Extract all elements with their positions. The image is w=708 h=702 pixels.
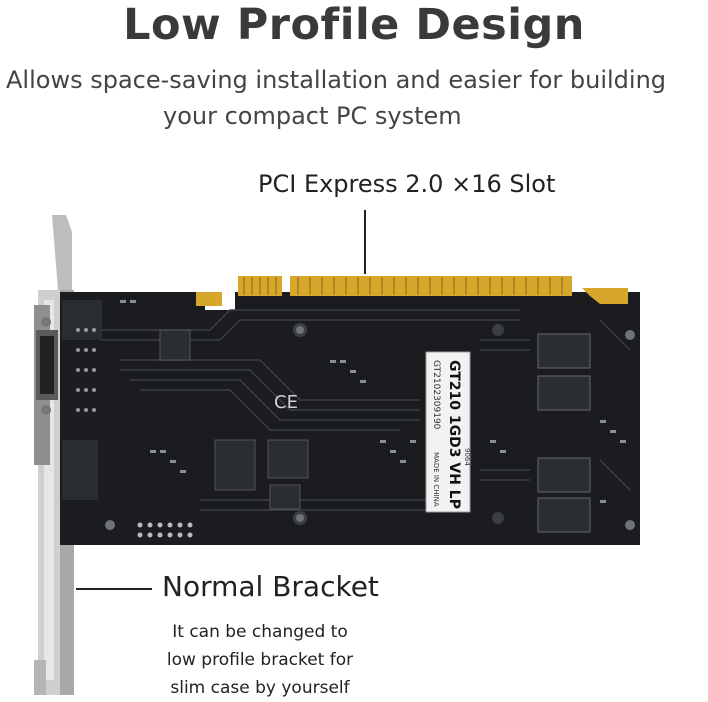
bracket-note: It can be changed to low profile bracket… [160, 618, 360, 702]
bracket-callout-line [76, 588, 152, 590]
svg-text:9064: 9064 [463, 448, 471, 466]
bracket-label: Normal Bracket [162, 570, 379, 603]
subtitle-line-1: Allows space-saving installation and eas… [6, 66, 667, 94]
pci-callout-line [364, 210, 366, 274]
page-title: Low Profile Design [123, 0, 585, 50]
bracket-note-line-2: low profile bracket for [166, 650, 354, 670]
ce-mark: CE [274, 392, 298, 413]
memory-chips [537, 333, 591, 533]
pci-slot-label: PCI Express 2.0 ×16 Slot [258, 170, 556, 198]
svg-text:MADE IN CHINA: MADE IN CHINA [432, 452, 440, 507]
svg-text:GT210 1GD3 VH LP: GT210 1GD3 VH LP [446, 360, 462, 509]
svg-text:GT2102309190: GT2102309190 [431, 360, 441, 430]
product-sticker: GT210 1GD3 VH LP GT2102309190 9064 MADE … [425, 351, 471, 513]
subtitle-line-2: your compact PC system [163, 102, 462, 130]
pcb-board: CE GT210 1GD3 VH LP GT2102309190 9064 MA… [60, 276, 640, 545]
bracket-note-line-3: slim case by yourself [170, 678, 350, 698]
bracket-note-line-1: It can be changed to [172, 622, 348, 642]
